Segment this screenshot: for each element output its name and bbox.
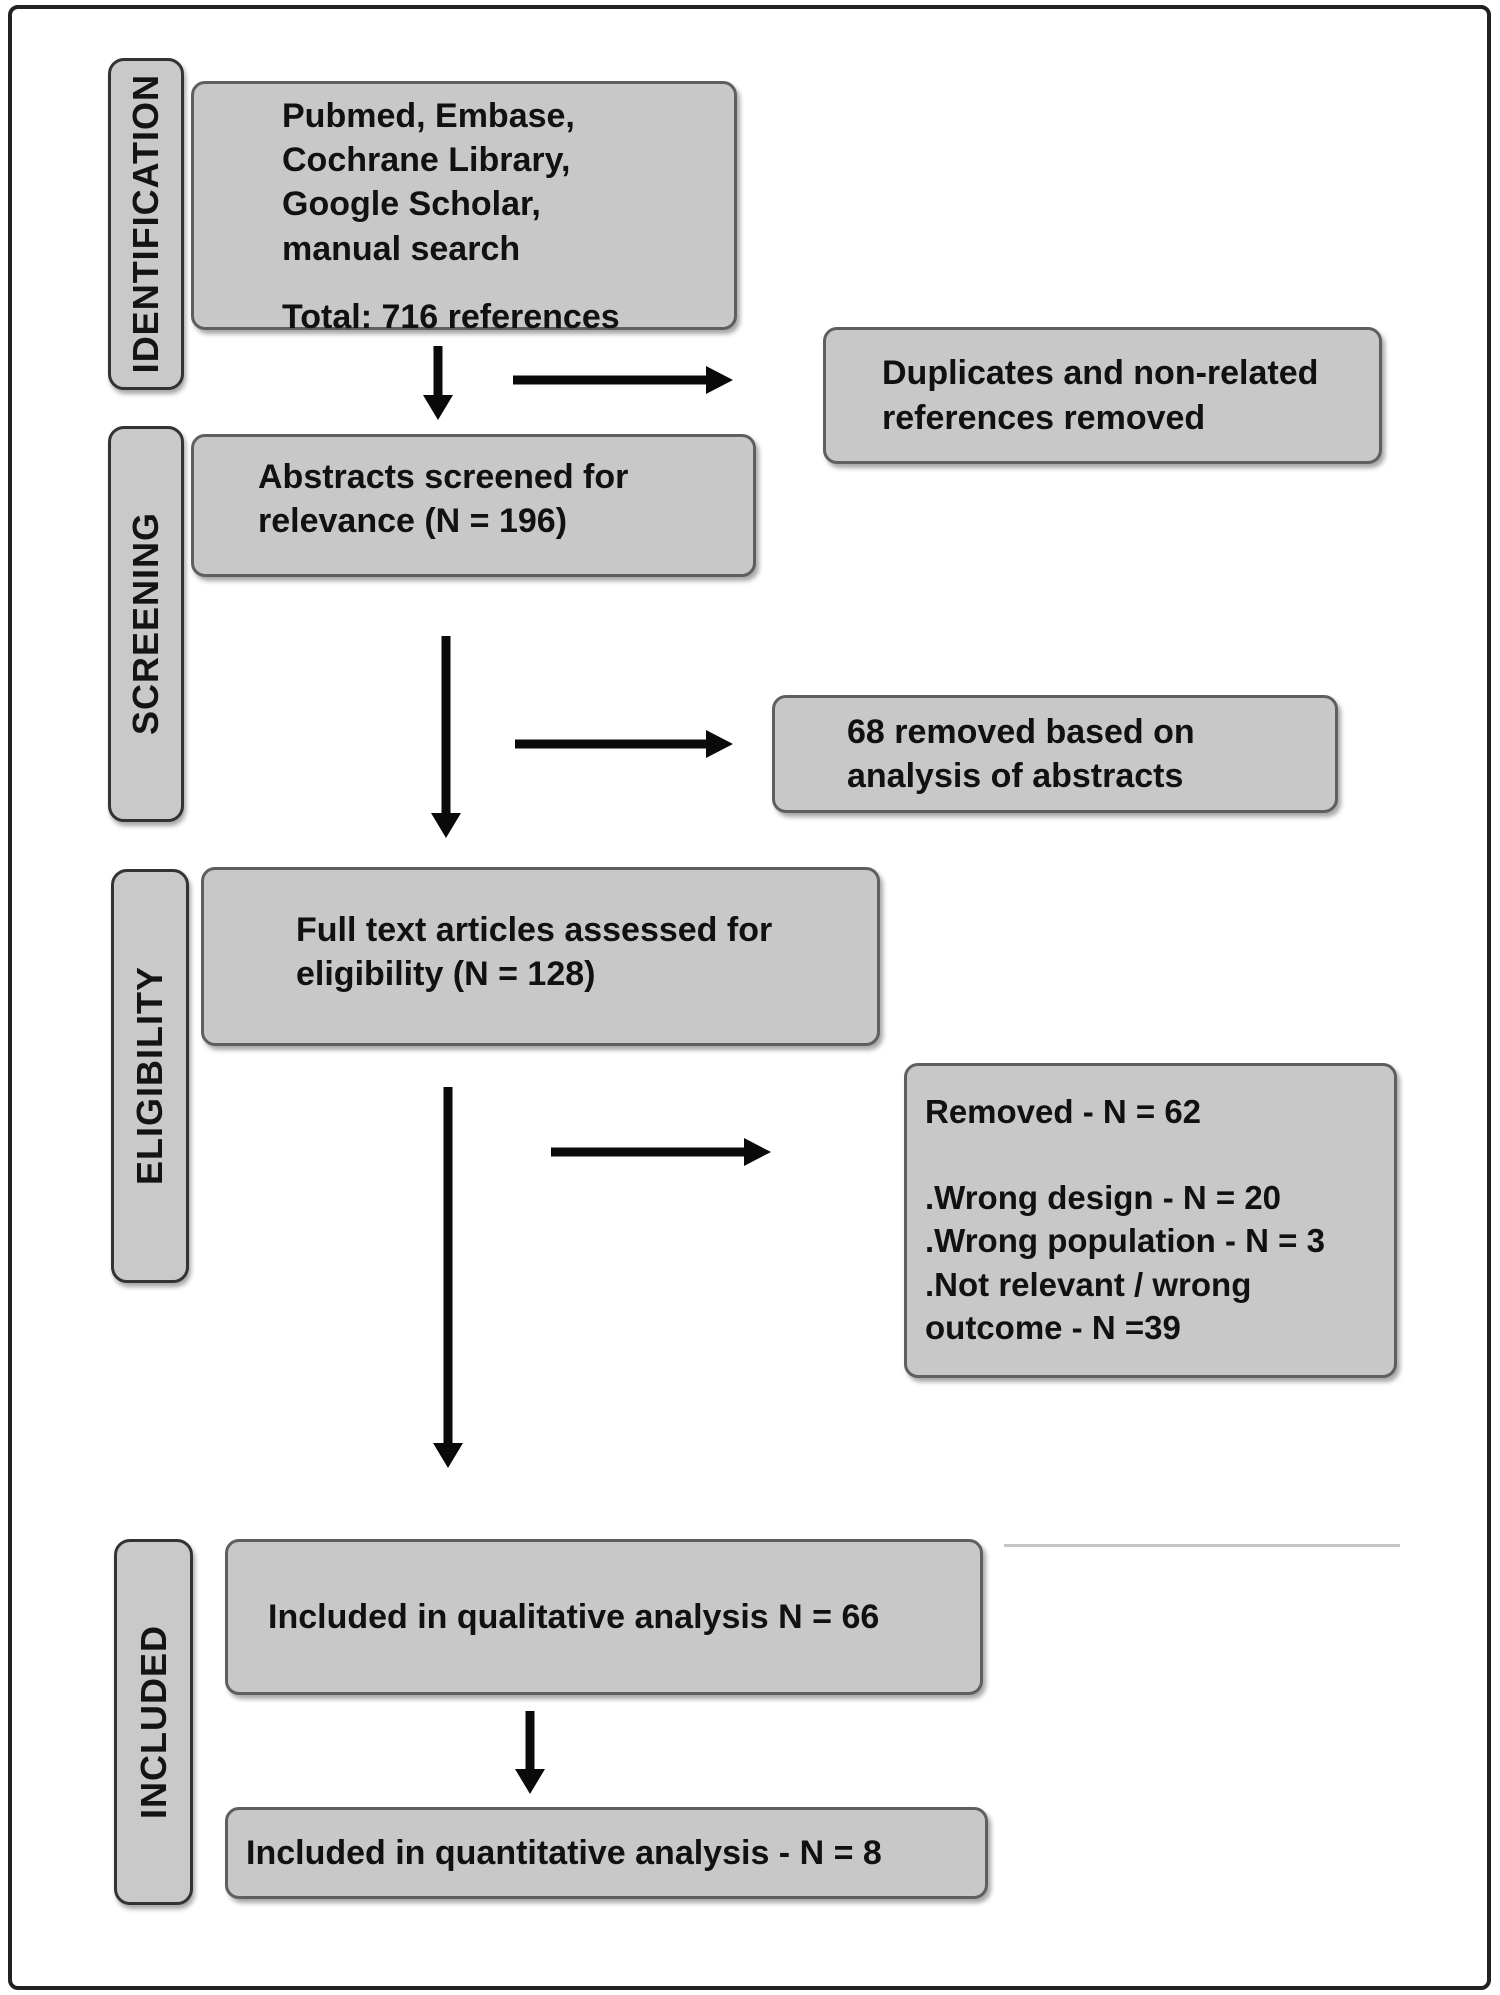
stage-label-included-text: INCLUDED [132,1625,174,1819]
removed-fulltext-title: Removed - N = 62 [925,1093,1202,1130]
box-quantitative-analysis: Included in quantitative analysis - N = … [225,1807,988,1899]
arrow-down-sources-to-abstracts-icon [423,346,453,420]
box-search-sources: Pubmed, Embase, Cochrane Library, Google… [191,81,737,336]
spacer [925,1134,1376,1176]
stage-label-included: INCLUDED [114,1539,193,1905]
box-fulltext-assessed: Full text articles assessed for eligibil… [201,867,880,1046]
box-text-line: Google Scholar, [282,185,541,224]
box-abstracts-screened: Abstracts screened for relevance (N = 19… [191,434,756,577]
box-text-line: manual search [282,229,521,268]
box-text-line: Pubmed, Embase, [282,97,575,135]
box-text-line: Included in quantitative analysis - N = … [246,1833,882,1872]
arrow-down-fulltext-to-qualitative-icon [433,1087,463,1468]
box-text-line: relevance (N = 196) [258,502,568,541]
stage-label-eligibility-text: ELIGIBILITY [129,966,170,1186]
arrow-shaft [441,636,451,816]
arrow-right-to-removed-abstracts-icon [515,729,733,759]
arrow-shaft [513,375,709,385]
box-text-line: Abstracts screened for [258,458,629,496]
stage-label-identification-text: IDENTIFICATION [125,74,166,374]
box-duplicates-removed: Duplicates and non-related references re… [823,327,1382,464]
removal-reason: .Not relevant / wrong outcome - N =39 [925,1265,1252,1347]
arrow-shaft [551,1147,747,1157]
figure-border [8,5,1491,1990]
removal-reason: .Wrong population - N = 3 [925,1222,1325,1260]
stage-label-identification: IDENTIFICATION [108,58,184,390]
arrow-shaft [443,1087,453,1446]
arrow-down-qualitative-to-quantitative-icon [515,1711,545,1794]
arrow-down-abstracts-to-fulltext-icon [431,636,461,838]
box-text-line: Full text articles assessed for [296,911,773,949]
box-removed-fulltext: Removed - N = 62 .Wrong design - N = 20 … [904,1063,1397,1378]
box-text-line: Included in qualitative analysis N = 66 [268,1597,880,1636]
stage-label-screening-text: SCREENING [125,512,166,736]
box-text-line: eligibility (N = 128) [296,955,596,994]
removal-reason: .Wrong design - N = 20 [925,1178,1282,1216]
box-qualitative-analysis: Included in qualitative analysis N = 66 [225,1539,983,1695]
box-text-line: Duplicates and non-related [882,354,1319,393]
box-text-line: references removed [882,398,1206,437]
arrow-shaft [525,1711,535,1772]
box-text-line: 68 removed based on [847,712,1195,751]
box-text-line: Cochrane Library, [282,141,571,180]
stage-label-eligibility: ELIGIBILITY [111,869,189,1283]
box-text-line: analysis of abstracts [847,757,1184,795]
arrow-right-to-removed-fulltext-icon [551,1137,771,1167]
total-references-text: Total: 716 references [282,297,620,336]
arrow-shaft [515,739,709,749]
arrow-shaft [433,346,443,398]
arrow-right-to-duplicates-icon [513,365,733,395]
box-removed-on-abstracts: 68 removed based on analysis of abstract… [772,695,1338,813]
stage-label-screening: SCREENING [108,426,184,822]
faint-divider-line [1004,1544,1400,1547]
